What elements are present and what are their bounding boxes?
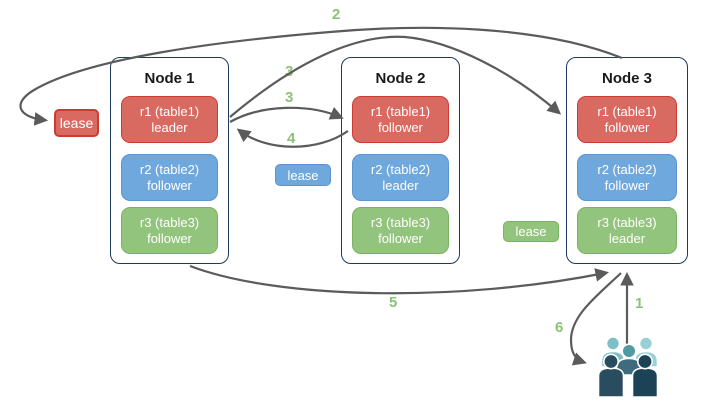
node-2-replica-r3: r3 (table3) follower — [352, 207, 449, 254]
node-2-replica-r1: r1 (table1) follower — [352, 96, 449, 143]
replica-role: follower — [604, 119, 650, 135]
node-2-replica-r2: r2 (table2) leader — [352, 154, 449, 201]
replica-role: leader — [382, 177, 419, 193]
step-number-1: 1 — [635, 295, 644, 312]
users-group-icon — [597, 336, 659, 398]
node-1-box: Node 1 r1 (table1) leader r2 (table2) fo… — [110, 57, 229, 264]
step-number-4: 4 — [287, 130, 296, 147]
user-front-left — [597, 353, 625, 398]
arrow-step-3-to-node2 — [229, 106, 344, 123]
arrow-step-5 — [189, 264, 610, 295]
replica-name: r1 (table1) — [139, 103, 200, 119]
node-1-title: Node 1 — [144, 70, 195, 87]
replica-role: follower — [604, 177, 650, 193]
replica-name: r1 (table1) — [597, 103, 657, 119]
user-middle — [615, 343, 643, 376]
replica-role: follower — [378, 119, 423, 135]
node-3-replica-r3: r3 (table3) leader — [577, 207, 677, 254]
node-3-box: Node 3 r1 (table1) follower r2 (table2) … — [566, 57, 688, 264]
replica-name: r3 (table3) — [139, 214, 200, 230]
node-2-title: Node 2 — [375, 70, 426, 87]
lease-badge-red: lease — [54, 109, 99, 137]
user-back-right — [633, 336, 659, 368]
replica-name: r2 (table2) — [139, 161, 200, 177]
node-3-replica-r1: r1 (table1) follower — [577, 96, 677, 143]
node-3-replica-r2: r2 (table2) follower — [577, 154, 677, 201]
replica-role: follower — [378, 230, 423, 246]
node-1-replica-r1: r1 (table1) leader — [121, 96, 218, 143]
arrow-step-6 — [569, 272, 622, 366]
replica-name: r2 (table2) — [597, 161, 657, 177]
replica-role: follower — [147, 177, 192, 193]
replica-name: r2 (table2) — [370, 161, 431, 177]
node-1-replica-r2: r2 (table2) follower — [121, 154, 218, 201]
lease-badge-blue: lease — [275, 164, 331, 186]
replica-name: r3 (table3) — [370, 214, 431, 230]
replica-role: follower — [147, 230, 192, 246]
replica-name: r3 (table3) — [597, 214, 657, 230]
replica-role: leader — [151, 119, 188, 135]
node-3-title: Node 3 — [601, 70, 652, 87]
step-number-6: 6 — [555, 319, 564, 336]
replica-name: r1 (table1) — [370, 103, 431, 119]
user-front-right — [631, 353, 659, 398]
user-back-left — [600, 336, 626, 368]
step-number-3b: 3 — [285, 89, 294, 106]
lease-badge-green: lease — [503, 221, 559, 242]
step-number-3a: 3 — [285, 63, 294, 80]
replica-role: leader — [608, 230, 646, 246]
step-number-2: 2 — [332, 6, 341, 23]
node-1-replica-r3: r3 (table3) follower — [121, 207, 218, 254]
node-2-box: Node 2 r1 (table1) follower r2 (table2) … — [341, 57, 460, 264]
step-number-5: 5 — [389, 294, 398, 311]
